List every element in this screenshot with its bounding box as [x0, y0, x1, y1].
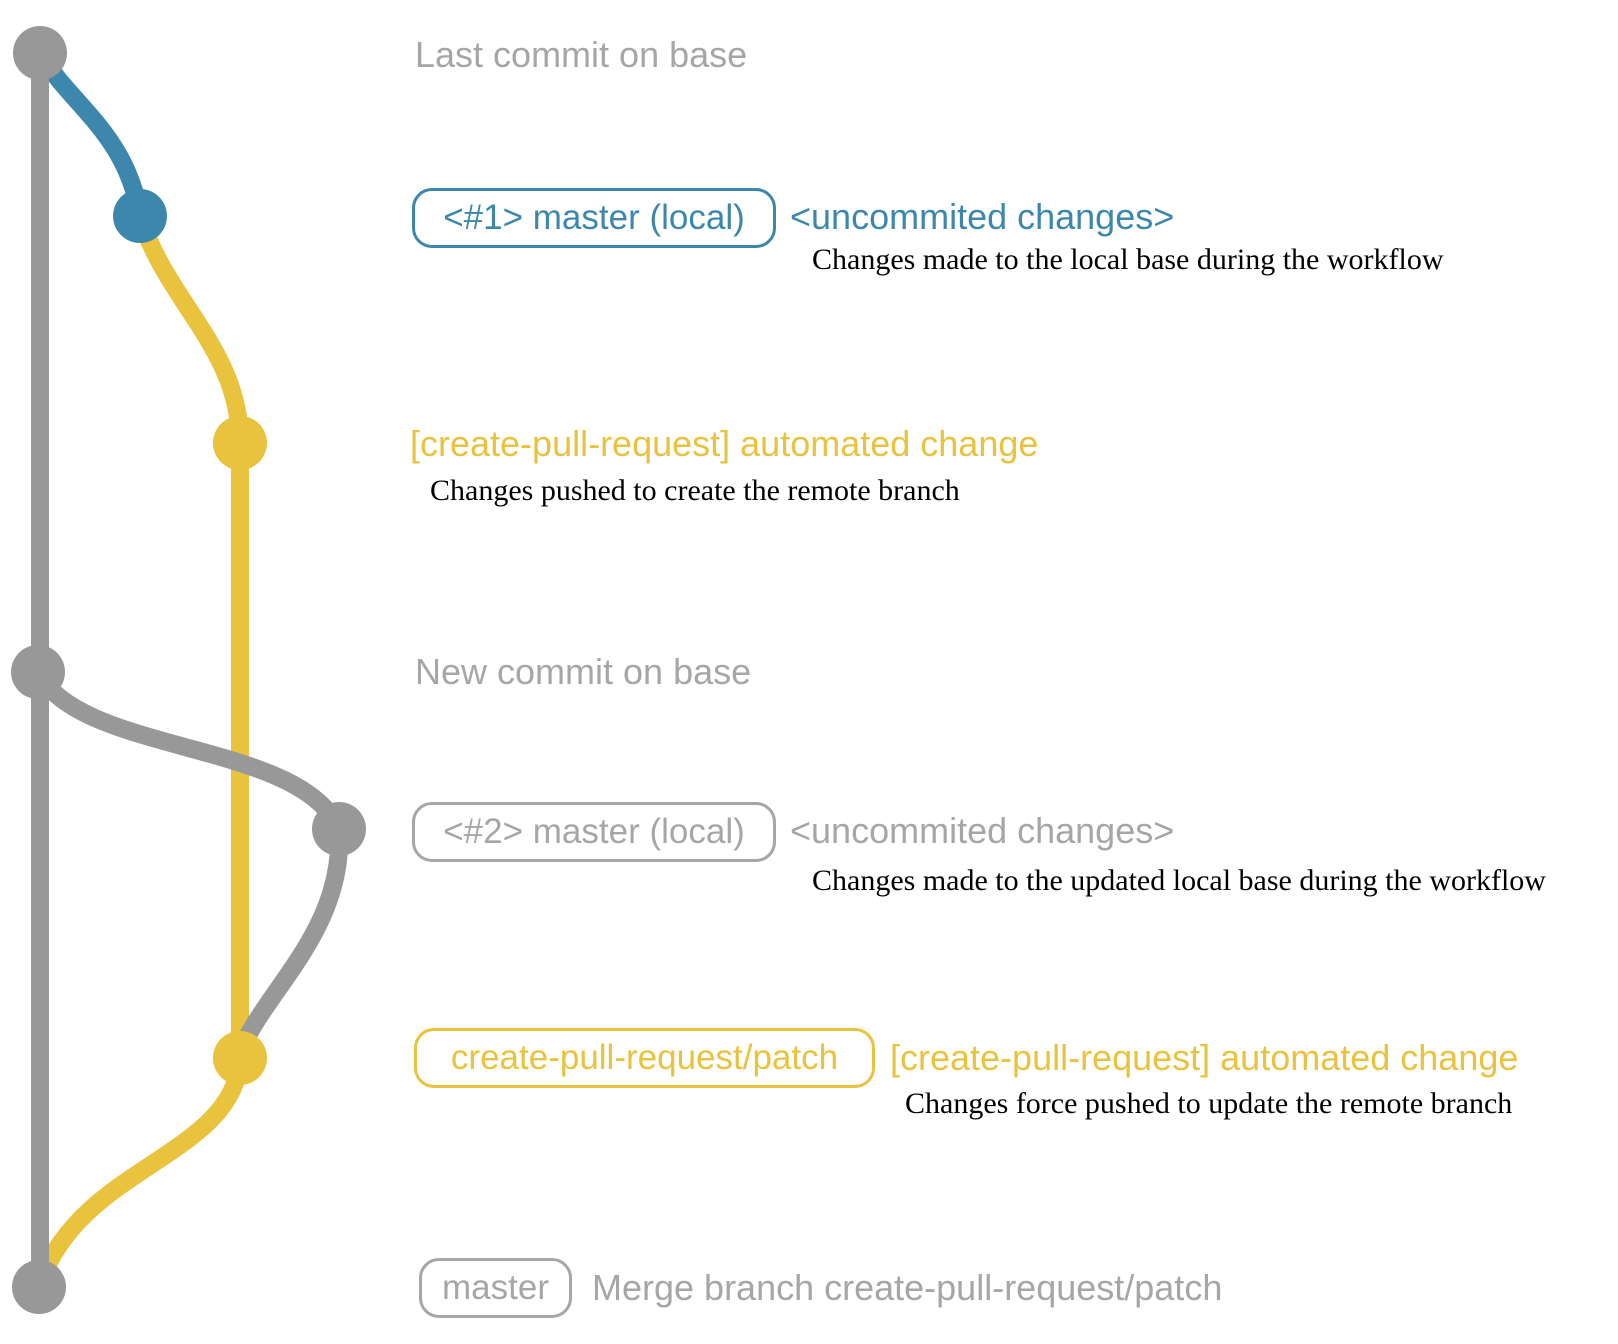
milestone-label-last-commit: Last commit on base: [415, 34, 748, 75]
git-graph: [11, 26, 366, 1314]
commit-message-uncommited-1: <uncommited changes>: [790, 196, 1175, 237]
commit-note-4: Changes force pushed to update the remot…: [905, 1087, 1513, 1120]
ref-box-master: master: [419, 1258, 572, 1318]
milestone-label-new-commit: New commit on base: [415, 651, 752, 692]
ref-box-master-local-1: <#1> master (local): [412, 188, 776, 248]
commit-message-merge: Merge branch create-pull-request/patch: [592, 1267, 1223, 1308]
commit-note-3: Changes made to the updated local base d…: [812, 864, 1546, 897]
commit-dot-last-base: [13, 26, 67, 80]
commit-dot-automated-2: [213, 1031, 267, 1085]
commit-note-1: Changes made to the local base during th…: [812, 243, 1444, 276]
commit-message-automated-2: [create-pull-request] automated change: [890, 1037, 1519, 1078]
commit-dot-merge: [12, 1260, 66, 1314]
ref-box-create-pull-request-patch: create-pull-request/patch: [414, 1028, 875, 1088]
commit-dot-automated-1: [213, 416, 267, 470]
commit-dot-local-2: [312, 802, 366, 856]
commit-note-2: Changes pushed to create the remote bran…: [430, 474, 960, 507]
commit-message-uncommited-2: <uncommited changes>: [790, 810, 1175, 851]
commit-dot-new-base: [11, 645, 65, 699]
commit-message-automated-1: [create-pull-request] automated change: [410, 423, 1039, 464]
gray-branch-line: [29, 667, 349, 1056]
blue-branch-line: [32, 48, 149, 218]
ref-box-master-local-2: <#2> master (local): [412, 802, 776, 862]
commit-dot-local-1: [113, 189, 167, 243]
